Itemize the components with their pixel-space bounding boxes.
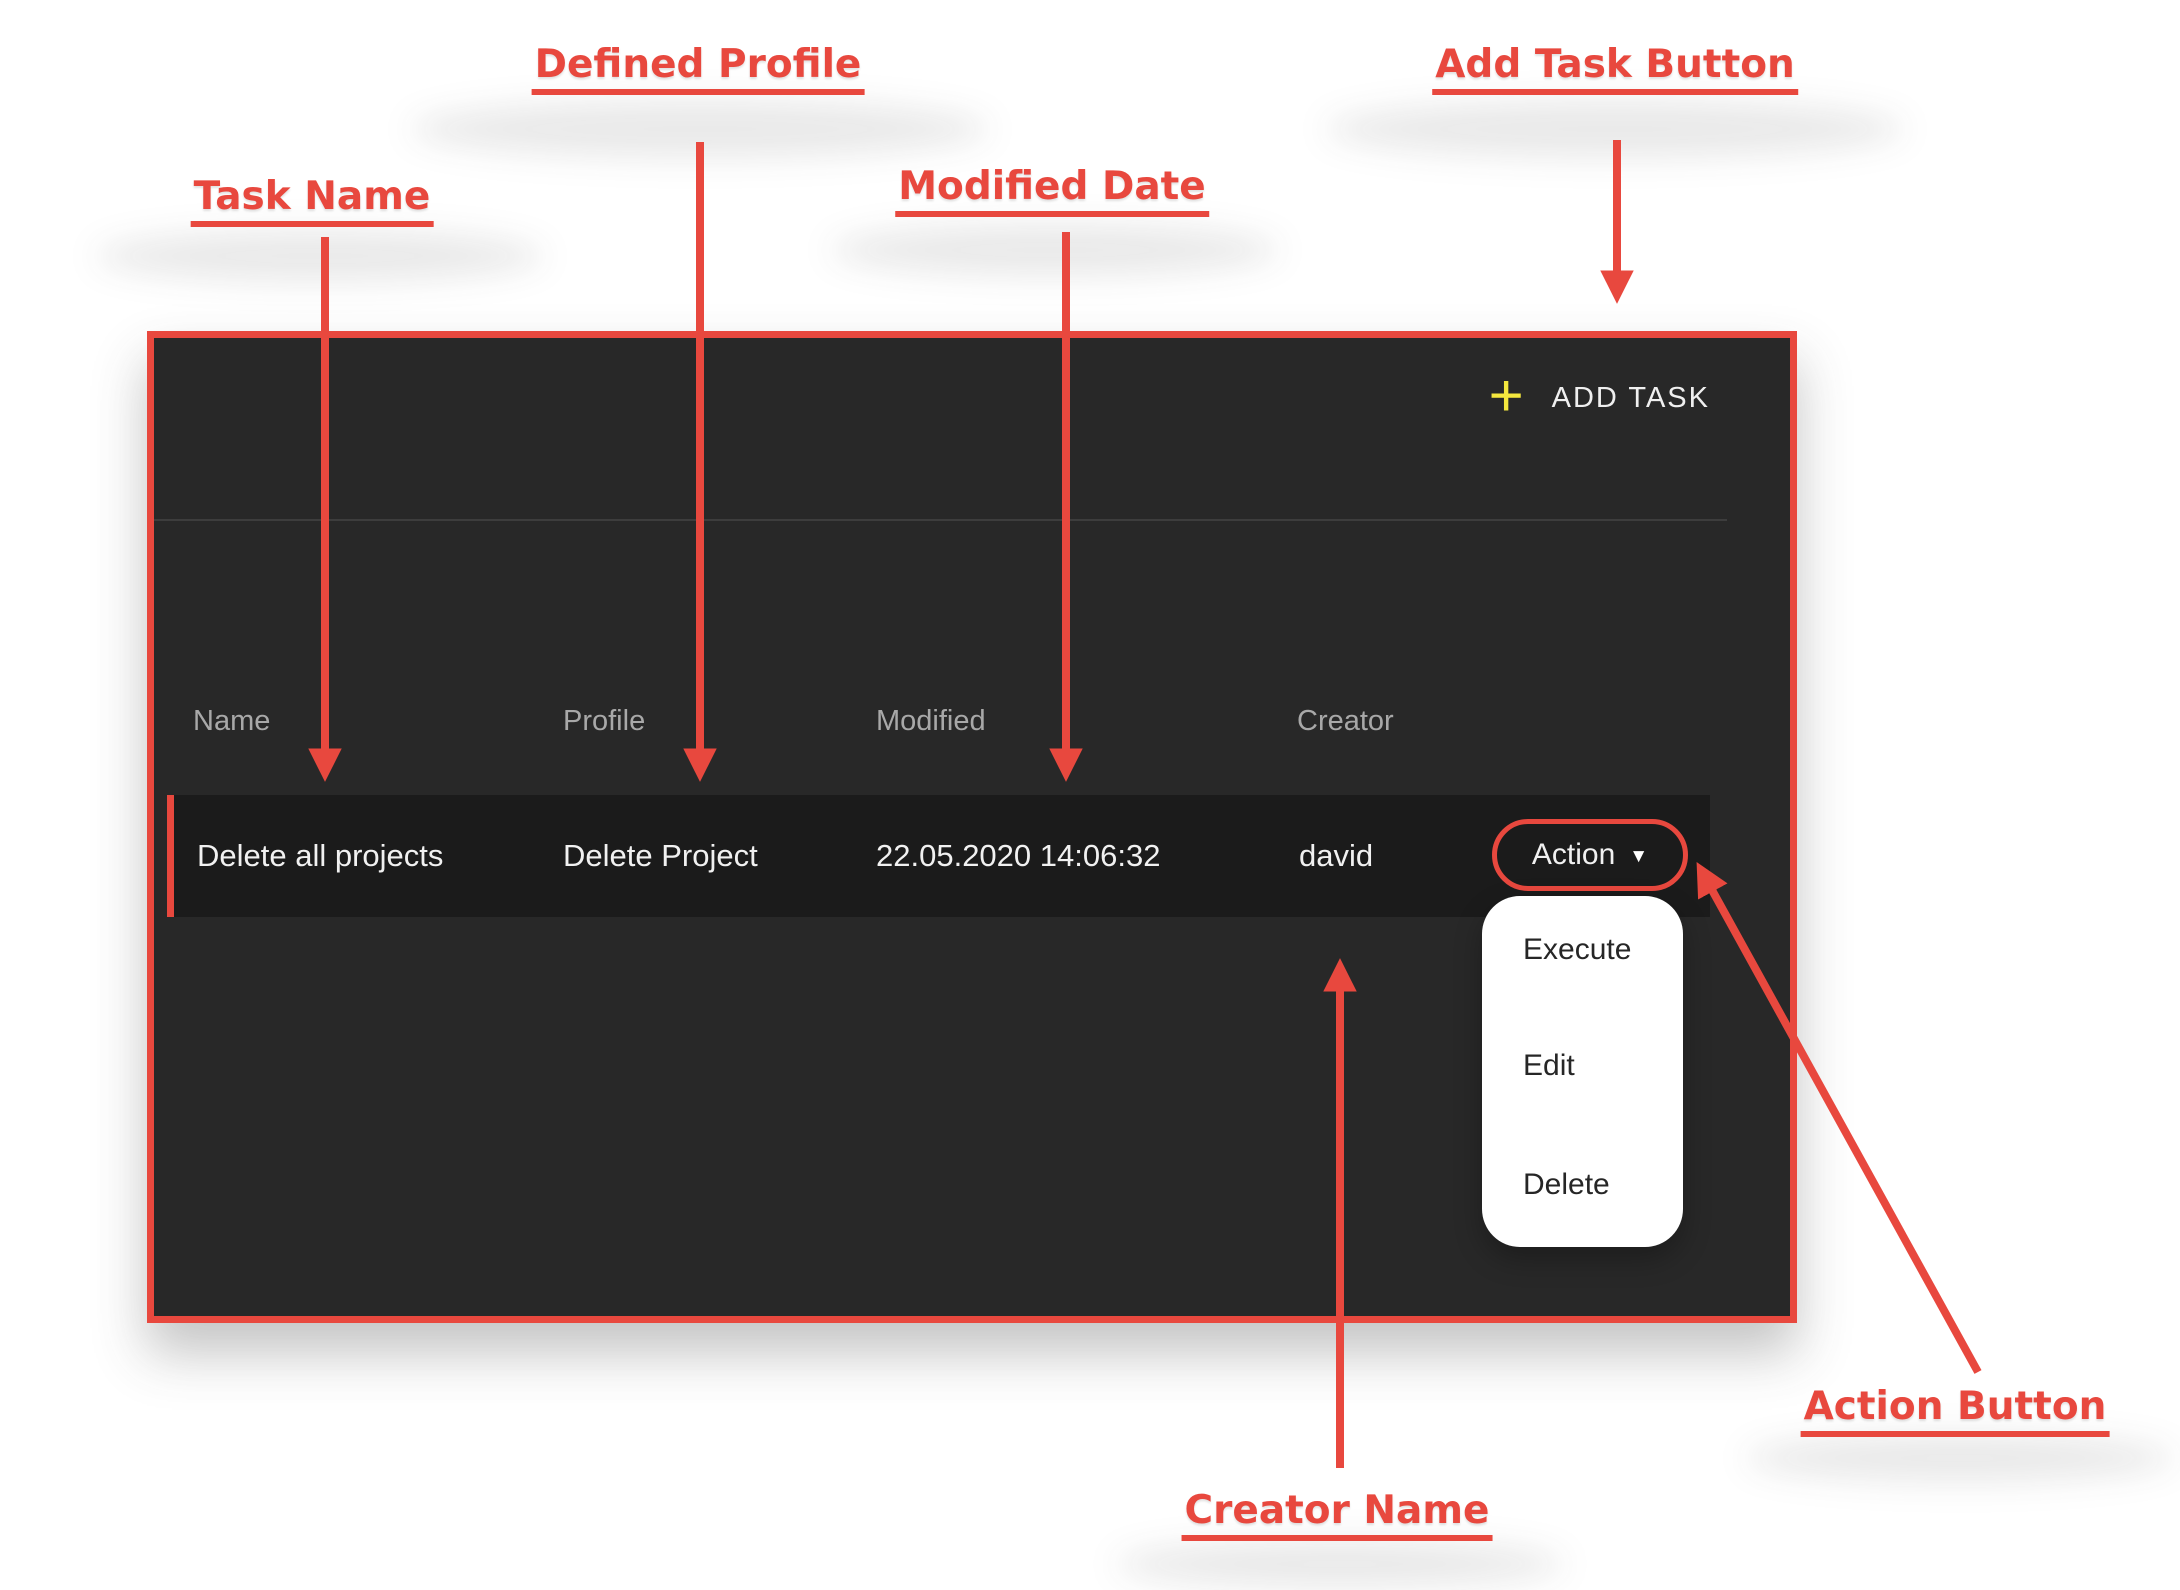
- label-shadow: [1115, 1540, 1565, 1588]
- label-shadow: [95, 230, 545, 282]
- label-shadow: [410, 100, 990, 158]
- caret-down-icon: ▼: [1629, 846, 1649, 867]
- annotation-creator-name: Creator Name: [1181, 1489, 1493, 1541]
- task-list-panel: + ADD TASK Name Profile Modified Creator…: [147, 331, 1797, 1323]
- cell-modified-date: 22.05.2020 14:06:32: [876, 838, 1161, 873]
- label-shadow: [1745, 1434, 2175, 1482]
- add-task-button[interactable]: + ADD TASK: [1488, 362, 1710, 429]
- table-row[interactable]: Delete all projects Delete Project 22.05…: [167, 795, 1710, 917]
- cell-profile: Delete Project: [563, 838, 758, 873]
- menu-item-execute[interactable]: Execute: [1523, 933, 1632, 966]
- toolbar-divider: [154, 519, 1727, 521]
- action-button-label: Action: [1531, 838, 1616, 871]
- column-header-name: Name: [193, 705, 271, 737]
- annotation-task-name: Task Name: [190, 175, 434, 227]
- menu-item-edit[interactable]: Edit: [1523, 1049, 1575, 1082]
- annotation-action-button: Action Button: [1800, 1385, 2110, 1437]
- cell-creator: david: [1299, 838, 1374, 873]
- column-header-profile: Profile: [563, 705, 646, 737]
- menu-item-delete[interactable]: Delete: [1523, 1168, 1610, 1201]
- cell-task-name: Delete all projects: [197, 838, 444, 873]
- action-dropdown-menu: Execute Edit Delete: [1482, 896, 1683, 1247]
- column-header-modified: Modified: [876, 705, 986, 737]
- annotation-modified-date: Modified Date: [895, 165, 1209, 217]
- action-button-highlight-ring: Action ▼: [1492, 819, 1688, 891]
- label-shadow: [1325, 100, 1905, 158]
- add-task-button-label: ADD TASK: [1551, 381, 1710, 414]
- plus-icon: +: [1488, 362, 1524, 429]
- label-shadow: [830, 224, 1280, 276]
- column-header-creator: Creator: [1297, 705, 1394, 737]
- action-menu-button[interactable]: Action ▼: [1497, 824, 1683, 886]
- annotation-defined-profile: Defined Profile: [531, 43, 865, 95]
- annotation-add-task-button: Add Task Button: [1432, 43, 1798, 95]
